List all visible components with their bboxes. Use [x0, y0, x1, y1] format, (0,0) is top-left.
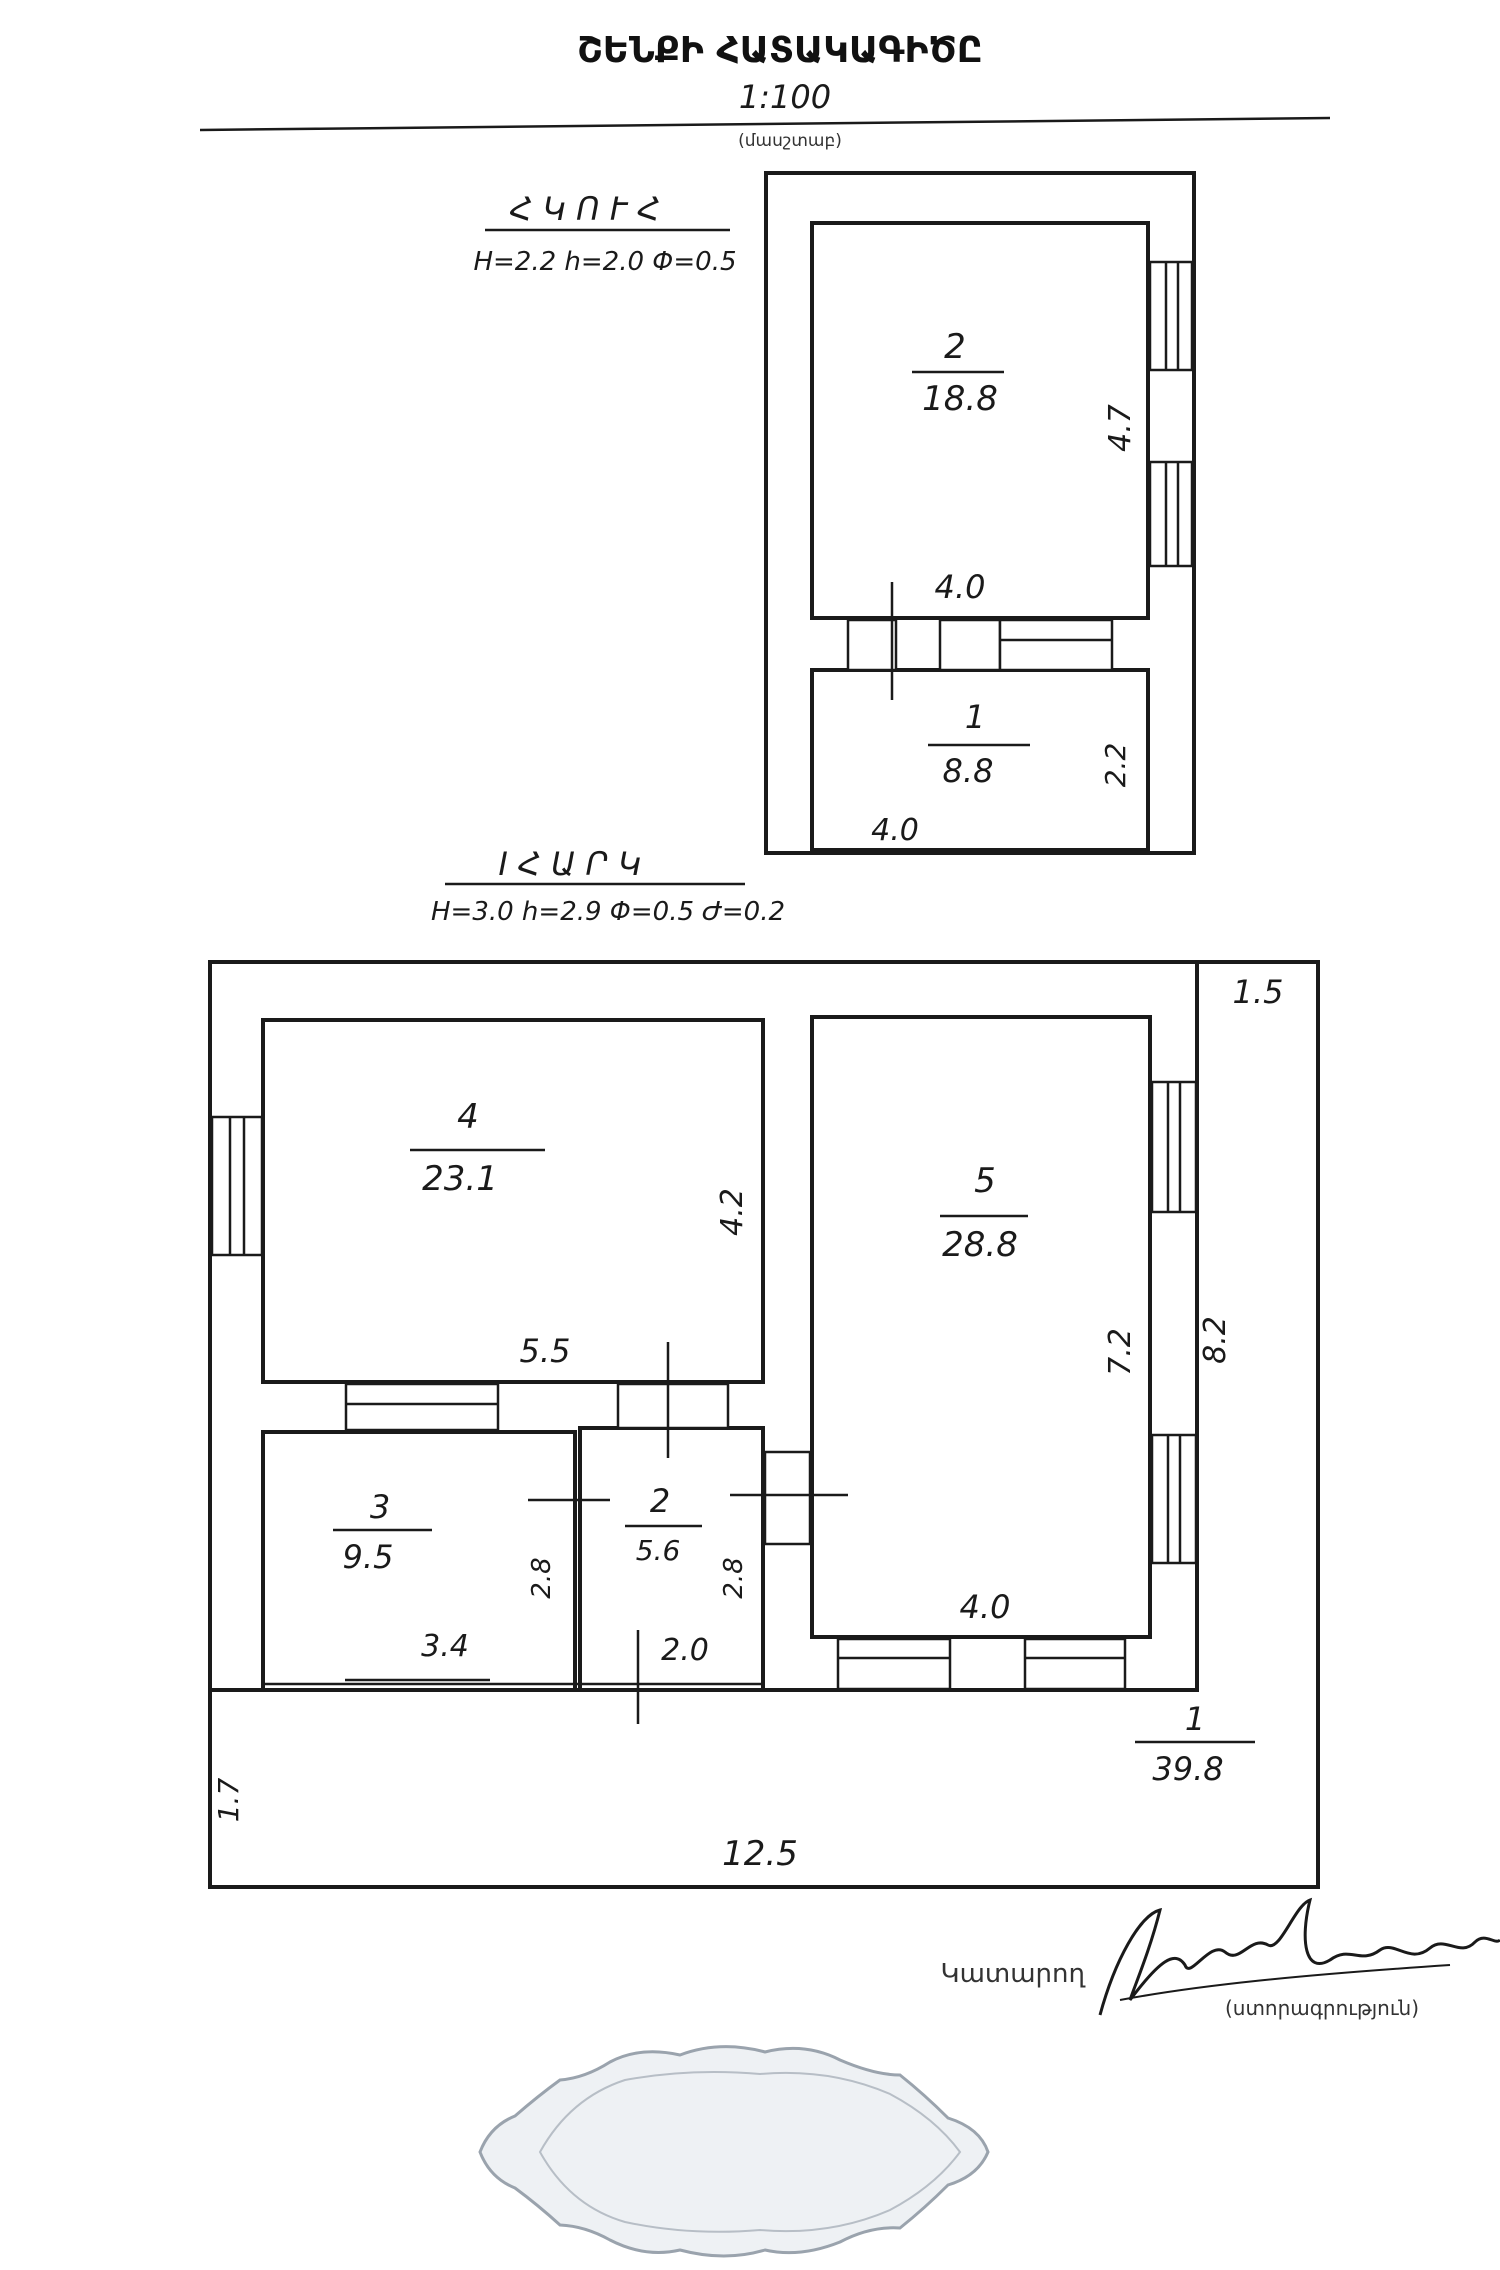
doorway — [616, 1382, 730, 1430]
ground-room-3-area: 9.5 — [343, 1538, 394, 1576]
upper-room-2-side-dim: 4.7 — [1103, 404, 1138, 452]
ground-room-2-side-dim: 2.8 — [719, 1557, 749, 1598]
window — [1148, 260, 1194, 372]
ground-room-1-area: 39.8 — [1152, 1750, 1223, 1788]
ground-floor-label: I Հ Ա Ր Կ — [498, 845, 641, 883]
ground-room-4-area: 23.1 — [422, 1159, 498, 1199]
ground-corner-dim: 1.5 — [1233, 973, 1284, 1011]
ground-outer-side-dim: 8.2 — [1198, 1316, 1233, 1364]
header-rule — [199, 116, 1331, 132]
ground-room-3-outline — [261, 1430, 577, 1692]
page-title: ՇԵՆՔԻ ՀԱՏԱԿԱԳԻԾԸ — [577, 30, 982, 71]
ground-room-2-number: 2 — [650, 1482, 670, 1520]
ground-room-4-width-dim: 5.5 — [520, 1332, 571, 1370]
window — [998, 618, 1114, 672]
ground-room-2-area: 5.6 — [636, 1534, 681, 1567]
upper-room-2-area: 18.8 — [922, 379, 998, 419]
ground-room-5-width-dim: 4.0 — [960, 1588, 1011, 1626]
upper-floor-label: Հ Կ Ո Ւ Հ — [510, 190, 661, 228]
signature-caption: (ստորագրություն) — [1225, 1996, 1419, 2020]
ground-room-3-width-dim: 3.4 — [421, 1629, 469, 1664]
upper-outer-wall — [764, 171, 1196, 855]
ground-room-3-number: 3 — [370, 1488, 390, 1526]
ground-left-side-dim: 1.7 — [212, 1778, 245, 1823]
executor-label: Կատարող — [941, 1959, 1086, 1989]
ground-room-5-side-dim: 7.2 — [1103, 1328, 1138, 1376]
ground-room-4-side-dim: 4.2 — [715, 1188, 750, 1236]
window — [1150, 1080, 1198, 1214]
ground-room-1-number: 1 — [1185, 1700, 1205, 1738]
window — [836, 1637, 952, 1691]
window — [210, 1115, 264, 1257]
window — [1023, 1637, 1127, 1691]
doorway — [763, 1450, 812, 1546]
ground-building-edge — [210, 962, 1199, 1692]
ground-room-5-outline — [810, 1015, 1152, 1639]
signature-icon — [1098, 1897, 1500, 2016]
ground-floor-plan — [208, 960, 1320, 1889]
ground-total-width-dim: 12.5 — [722, 1834, 798, 1874]
ground-room-5-area: 28.8 — [942, 1225, 1018, 1265]
stamp-seal-icon — [478, 2045, 990, 2258]
upper-floor-plan — [764, 171, 1196, 855]
ground-outer-wall — [208, 960, 1320, 1889]
upper-room-1-area: 8.8 — [943, 752, 994, 790]
ground-floor-params: H=3.0 h=2.9 Փ=0.5 Ժ=0.2 — [431, 897, 785, 927]
ground-room-2-width-dim: 2.0 — [661, 1633, 709, 1668]
window — [1150, 1433, 1198, 1565]
ground-room-4-outline — [261, 1018, 765, 1384]
upper-room-2-outline — [810, 221, 1150, 620]
upper-room-2-number: 2 — [944, 327, 966, 367]
ground-room-5-number: 5 — [974, 1161, 996, 1201]
window — [1148, 460, 1194, 568]
scale-value: 1:100 — [739, 78, 831, 116]
upper-room-1-width-dim: 4.0 — [871, 813, 919, 848]
upper-room-1-side-dim: 2.2 — [1099, 743, 1132, 788]
doorway — [938, 618, 1002, 672]
upper-room-2-width-dim: 4.0 — [935, 568, 986, 606]
window — [344, 1382, 500, 1432]
ground-room-3-side-dim: 2.8 — [527, 1557, 557, 1598]
ground-room-4-number: 4 — [457, 1097, 479, 1137]
upper-room-1-number: 1 — [965, 698, 985, 736]
scale-caption: (մասշտաբ) — [738, 131, 842, 151]
upper-floor-params: H=2.2 h=2.0 Փ=0.5 — [473, 247, 736, 277]
doorway — [846, 618, 898, 672]
